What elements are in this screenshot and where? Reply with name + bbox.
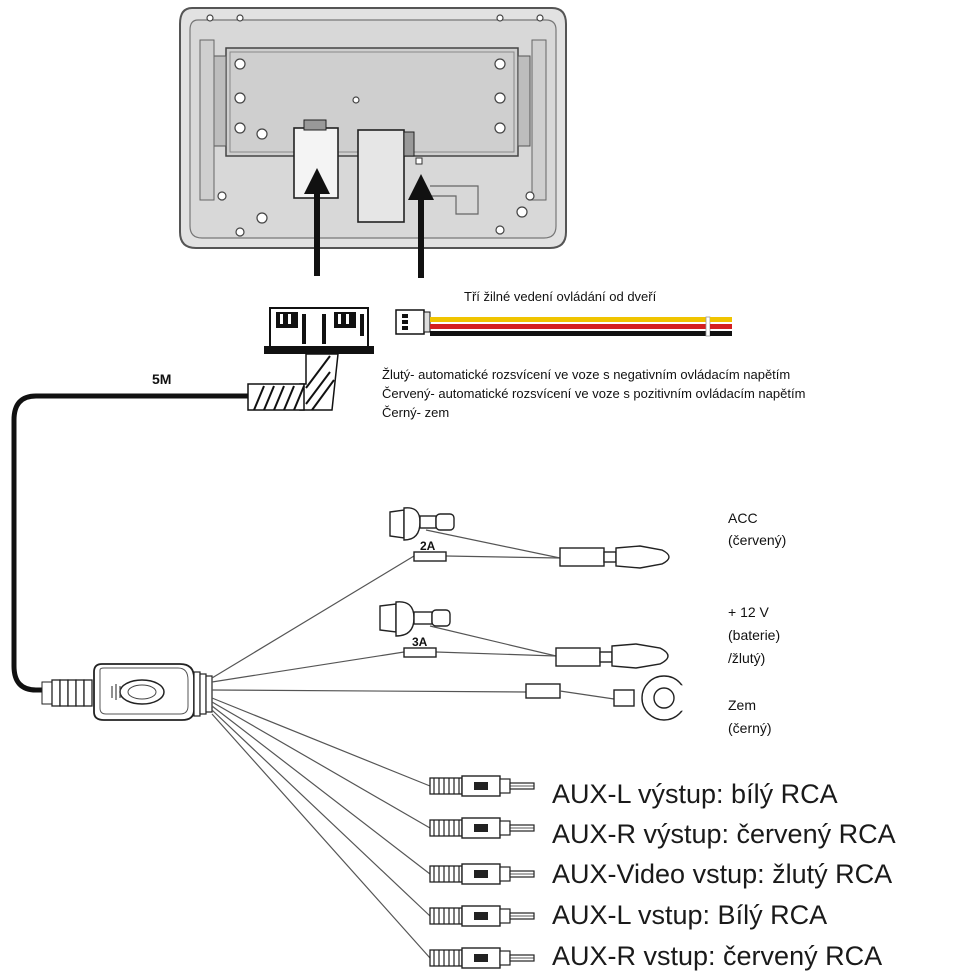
battery-fuse-label: 3A <box>412 635 428 649</box>
door-control-title: Tří žilné vedení ovládání od dveří <box>464 289 657 304</box>
red-wire <box>430 324 706 329</box>
rca-plug <box>429 863 535 885</box>
fanout-wires <box>211 529 561 959</box>
yellow-wire <box>430 317 706 322</box>
battery-label: (baterie) <box>728 627 781 643</box>
main-connector-plug <box>247 307 374 411</box>
black-wire-note: Černý- zem <box>382 405 450 420</box>
ground-terminal <box>525 675 693 721</box>
rca-plug <box>429 817 535 839</box>
rca-plugs <box>429 775 535 969</box>
rca-label-aux-l-out: AUX-L výstup: bílý RCA <box>552 779 838 809</box>
rca-plug <box>429 775 535 797</box>
junction-module <box>41 663 213 721</box>
acc-color-label: (červený) <box>728 532 787 548</box>
rca-label-aux-r-in: AUX-R vstup: červený RCA <box>552 941 883 971</box>
acc-fuse-label: 2A <box>420 539 436 553</box>
monitor-back-panel <box>179 7 567 249</box>
rca-label-aux-r-out: AUX-R výstup: červený RCA <box>552 819 896 849</box>
connection-arrows <box>304 168 434 278</box>
door-control-connector <box>395 309 732 337</box>
rca-label-aux-video-in: AUX-Video vstup: žlutý RCA <box>552 859 893 889</box>
ground-color-label: (černý) <box>728 720 772 736</box>
rca-plug <box>429 947 535 969</box>
black-wire <box>430 331 706 336</box>
battery-color-label: /žlutý) <box>728 650 766 666</box>
battery-voltage-label: + 12 V <box>728 604 769 620</box>
acc-label: ACC <box>728 510 758 526</box>
acc-fuse-assembly <box>389 507 670 569</box>
rca-label-aux-l-in: AUX-L vstup: Bílý RCA <box>552 900 828 930</box>
ground-label: Zem <box>728 697 756 713</box>
rca-plug <box>429 905 535 927</box>
five-meter-cable <box>11 393 248 693</box>
cable-length-label: 5M <box>152 371 171 387</box>
red-wire-note: Červený- automatické rozsvícení ve voze … <box>382 386 806 401</box>
yellow-wire-note: Žlutý- automatické rozsvícení ve voze s … <box>382 367 791 382</box>
battery-fuse-assembly <box>379 601 669 669</box>
